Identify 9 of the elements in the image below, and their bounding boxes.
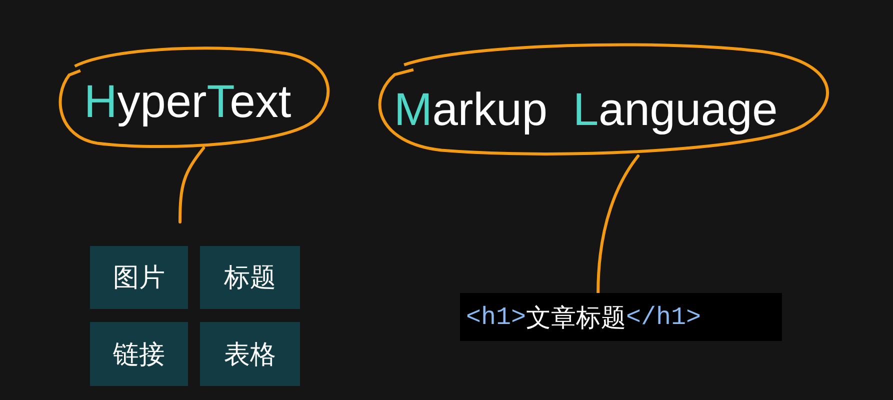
tag-tile: 表格: [200, 322, 300, 386]
tag-tile: 链接: [90, 322, 188, 386]
term-text: HyperText: [84, 78, 292, 124]
term-text: Markup Language: [394, 86, 778, 132]
code-snippet: <h1>文章标题</h1>: [460, 293, 782, 341]
tag-tile: 标题: [200, 246, 300, 309]
leader-line: [178, 146, 206, 224]
leader-line: [596, 154, 640, 294]
tag-tile: 图片: [90, 246, 188, 309]
